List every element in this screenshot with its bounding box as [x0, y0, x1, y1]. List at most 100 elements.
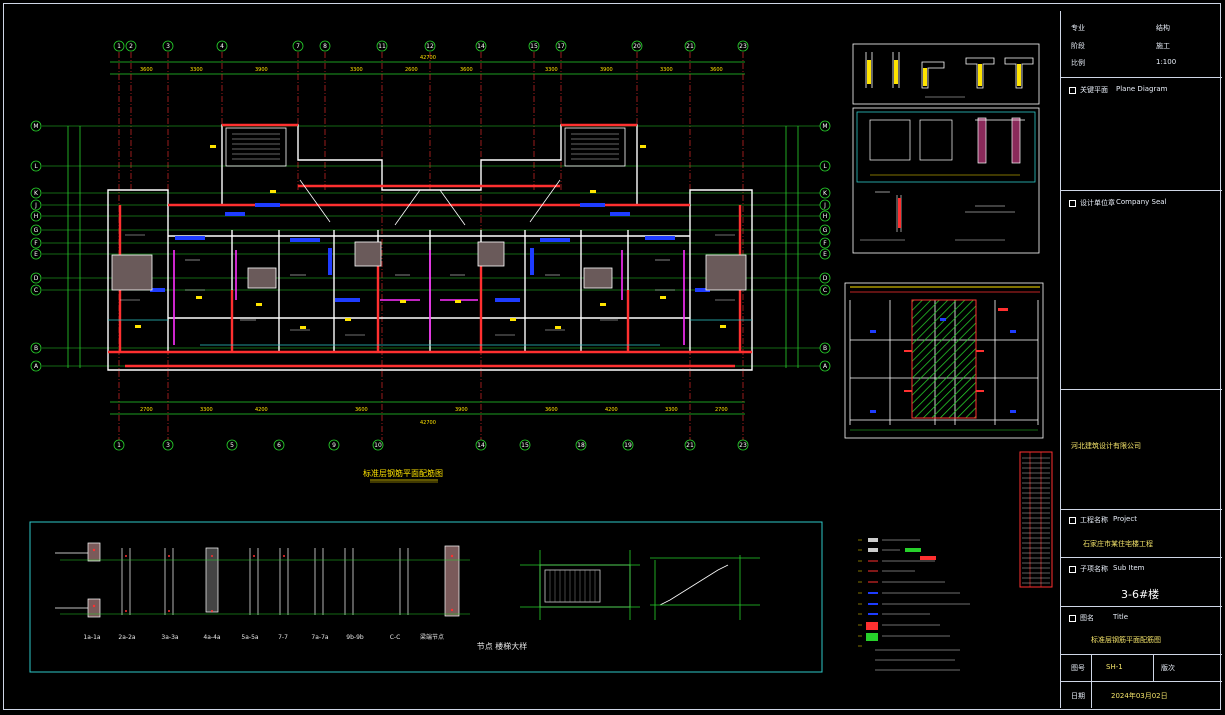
- subitem-value: 3-6#楼: [1121, 588, 1160, 601]
- grid-label-row: M: [822, 123, 827, 130]
- tb-row-value: 施工: [1156, 42, 1170, 50]
- subitem-label: 子项名称: [1080, 565, 1108, 573]
- drawing-no-value: SH-1: [1106, 663, 1123, 671]
- grid-label-top: 15: [530, 43, 538, 50]
- grid-label-row: J: [34, 202, 37, 209]
- grid-label-top: 20: [633, 43, 641, 50]
- svg-text:3600: 3600: [140, 67, 153, 73]
- grid-label-top: 17: [557, 43, 565, 50]
- project-checkbox[interactable]: 工程名称: [1069, 515, 1108, 525]
- detail-label: 5a-5a: [241, 634, 258, 641]
- project-label: 工程名称: [1080, 516, 1108, 524]
- grid-label-top: 2: [129, 43, 133, 50]
- grid-label-bottom: 23: [739, 442, 747, 449]
- grid-label-row: A: [34, 363, 39, 370]
- grid-label-row: G: [823, 227, 828, 234]
- company-name: 河北建筑设计有限公司: [1071, 442, 1141, 450]
- grid-label-top: 14: [477, 43, 485, 50]
- overall-dimension-top: 42700: [420, 55, 436, 61]
- svg-text:4200: 4200: [255, 407, 268, 413]
- drawing-no-label: 图号: [1071, 664, 1085, 672]
- svg-text:2700: 2700: [140, 407, 153, 413]
- grid-label-row: A: [823, 363, 828, 370]
- date-value: 2024年03月02日: [1111, 692, 1168, 700]
- svg-text:3900: 3900: [255, 67, 268, 73]
- tb-row-value: 结构: [1156, 24, 1170, 32]
- grid-label-row: D: [823, 275, 828, 282]
- detail-label: C-C: [390, 634, 401, 641]
- svg-text:3600: 3600: [460, 67, 473, 73]
- detail-label: 9b-9b: [346, 634, 364, 641]
- grid-label-row: H: [34, 213, 39, 220]
- grid-label-row: B: [34, 345, 38, 352]
- svg-text:2600: 2600: [405, 67, 418, 73]
- grid-label-top: 8: [323, 43, 327, 50]
- grid-label-row: B: [823, 345, 827, 352]
- grid-label-row: F: [34, 240, 38, 247]
- grid-label-top: 3: [166, 43, 170, 50]
- svg-text:3600: 3600: [355, 407, 368, 413]
- svg-text:3900: 3900: [455, 407, 468, 413]
- grid-label-top: 4: [220, 43, 224, 50]
- grid-label-bottom: 9: [332, 442, 336, 449]
- project-value: 石家庄市某住宅楼工程: [1083, 540, 1153, 548]
- detail-label: 4a-4a: [203, 634, 220, 641]
- grid-label-top: 11: [378, 43, 386, 50]
- grid-label-row: K: [34, 190, 39, 197]
- grid-label-top: 7: [296, 43, 300, 50]
- grid-label-bottom: 10: [374, 442, 382, 449]
- grid-label-row: C: [34, 287, 38, 294]
- detail-label: 7-7: [278, 634, 288, 641]
- wall-detail-box-middle: [852, 107, 1040, 254]
- drawing-frame: [3, 3, 1221, 710]
- detail-panel: 1a-1a 2a-2a 3a-3a 4a-4a 5a-5a 7-7 7a-7a …: [29, 521, 970, 673]
- title-label: 图名: [1080, 614, 1094, 622]
- svg-text:3900: 3900: [600, 67, 613, 73]
- svg-text:3600: 3600: [545, 407, 558, 413]
- legend: [858, 538, 970, 671]
- checkbox-icon: [1069, 199, 1076, 207]
- checkbox-icon: [1069, 614, 1076, 622]
- seal-label: Company Seal: [1116, 198, 1167, 206]
- title-checkbox[interactable]: 图名: [1069, 613, 1094, 623]
- grid-label-top: 23: [739, 43, 747, 50]
- title-block: 专业 结构 阶段 施工 比例 1:100 关键平面 Plane Diagram …: [1060, 11, 1222, 708]
- detail-label: 2a-2a: [118, 634, 135, 641]
- grid-label-row: F: [823, 240, 827, 247]
- tb-row-label: 比例: [1071, 59, 1085, 67]
- drawing-title: 标准层钢筋平面配筋图: [1091, 636, 1161, 644]
- key-plan-label: Plane Diagram: [1116, 85, 1168, 93]
- grid-label-row: E: [34, 251, 38, 258]
- project-en-label: Project: [1113, 515, 1137, 523]
- grid-label-bottom: 19: [624, 442, 632, 449]
- detail-label: 1a-1a: [83, 634, 100, 641]
- grid-label-top: 1: [117, 43, 121, 50]
- rebar-schedule-table: [1019, 451, 1053, 588]
- tb-row-label: 阶段: [1071, 42, 1085, 50]
- detail-label: 7a-7a: [311, 634, 328, 641]
- tb-row-value: 1:100: [1156, 58, 1177, 66]
- detail-label: 梁端节点: [420, 633, 444, 641]
- svg-text:4200: 4200: [605, 407, 618, 413]
- seal-checkbox[interactable]: 设计单位章: [1069, 198, 1115, 208]
- grid-label-bottom: 3: [166, 442, 170, 449]
- subitem-en-label: Sub Item: [1113, 564, 1145, 572]
- key-plan-checkbox[interactable]: 关键平面: [1069, 85, 1108, 95]
- detail-caption: 节点 楼梯大样: [477, 641, 528, 651]
- grid-label-bottom: 18: [577, 442, 585, 449]
- overall-dimension-bottom: 42700: [420, 420, 436, 426]
- checkbox-icon: [1069, 516, 1076, 524]
- grid-label-row: L: [823, 163, 827, 170]
- key-plan-checkbox-label: 关键平面: [1080, 86, 1108, 94]
- grid-label-bottom: 6: [277, 442, 281, 449]
- subitem-checkbox[interactable]: 子项名称: [1069, 564, 1108, 574]
- grid-label-row: G: [34, 227, 39, 234]
- grid-label-bottom: 15: [521, 442, 529, 449]
- checkbox-icon: [1069, 86, 1076, 94]
- grid-label-bottom: 21: [686, 442, 694, 449]
- grid-label-row: M: [33, 123, 38, 130]
- checkbox-icon: [1069, 565, 1076, 573]
- svg-text:3300: 3300: [660, 67, 673, 73]
